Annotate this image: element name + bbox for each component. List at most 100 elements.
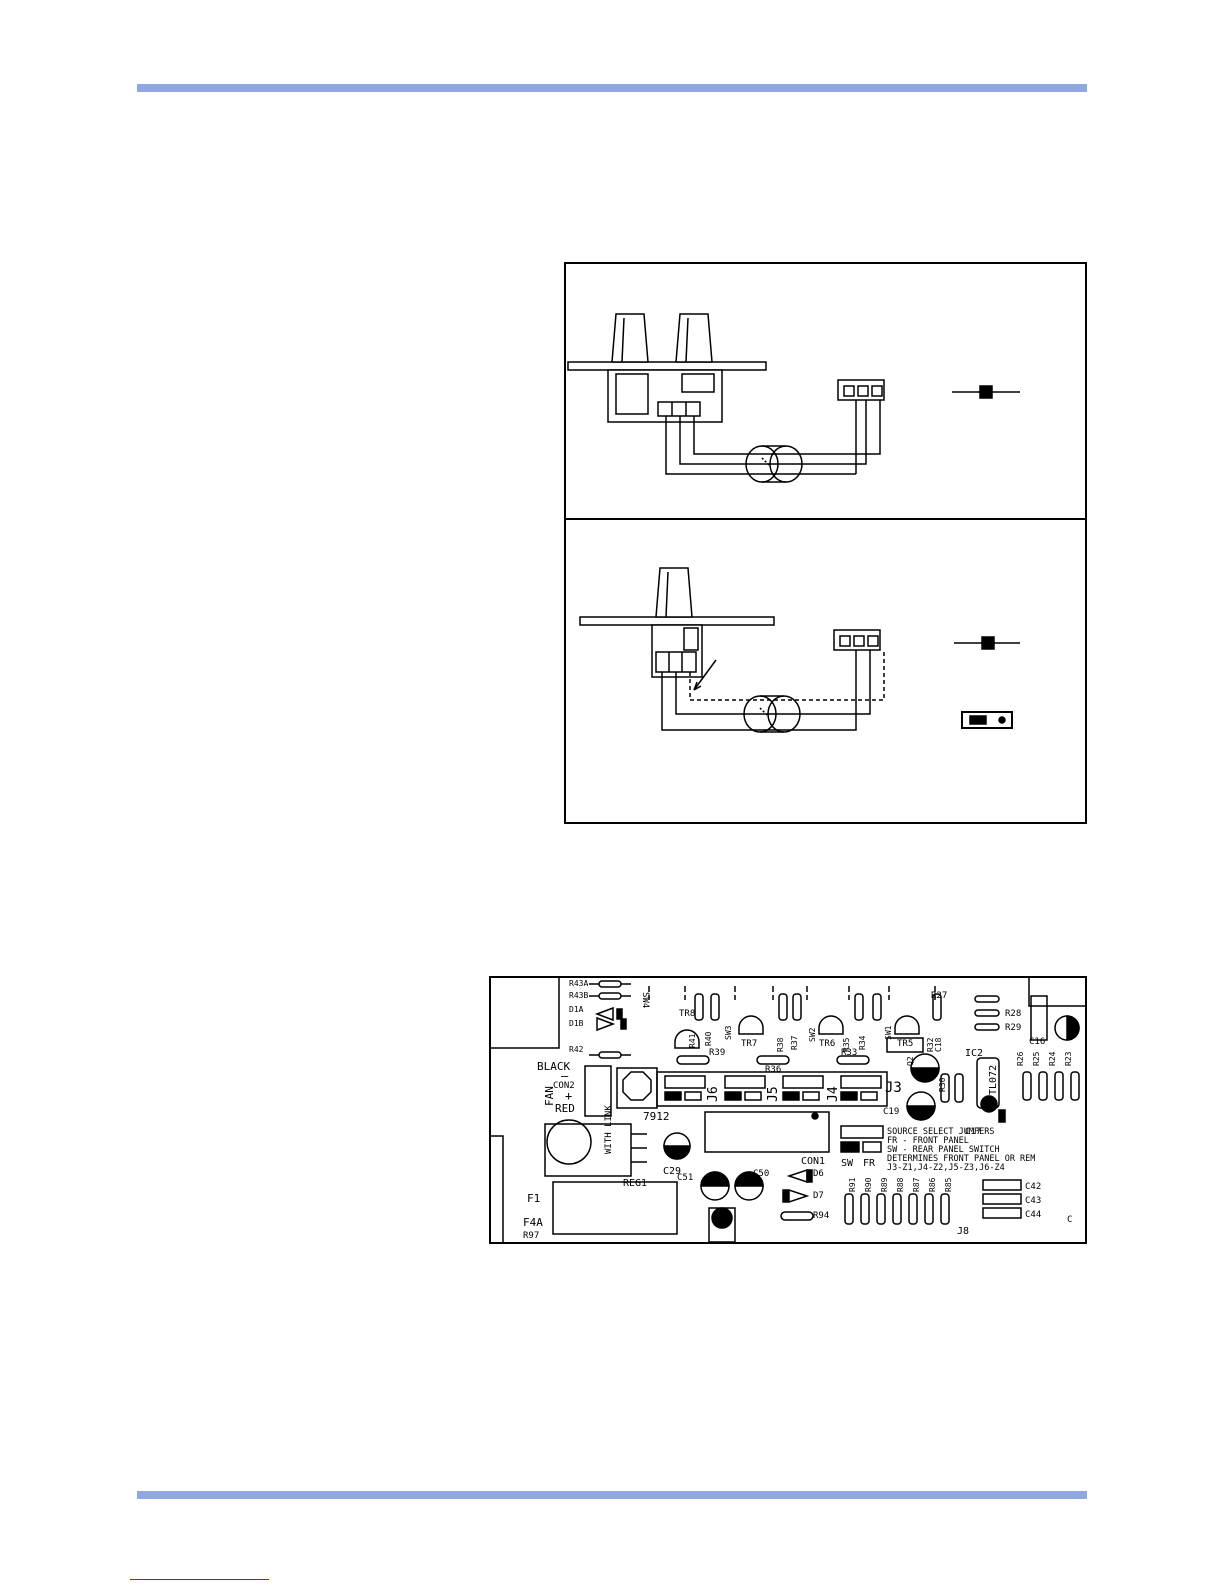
knob xyxy=(655,567,693,618)
d7-label: D7 xyxy=(813,1191,824,1201)
q2-label: Q2 xyxy=(906,1056,915,1066)
j8-label: J8 xyxy=(957,1226,969,1237)
note-line-3: SW - REAR PANEL SWITCH xyxy=(887,1145,1000,1155)
r43a-label: R43A xyxy=(569,979,588,988)
r40-label: R40 xyxy=(704,1031,713,1046)
tl072-label: TL072 xyxy=(988,1065,999,1095)
c44-label: C44 xyxy=(1025,1210,1041,1220)
r39-label: R39 xyxy=(709,1048,725,1058)
r35-label: R35 xyxy=(842,1037,851,1052)
d6-label: D6 xyxy=(813,1169,824,1179)
r34-label: R34 xyxy=(858,1035,867,1050)
f4a-label: F4A xyxy=(523,1216,543,1229)
r89-label: R89 xyxy=(880,1177,889,1192)
fr-label: FR xyxy=(863,1158,876,1169)
c43-label: C43 xyxy=(1025,1196,1041,1206)
n7912-label: 7912 xyxy=(643,1110,670,1123)
r32-label: R32 xyxy=(926,1037,935,1052)
r86-label: R86 xyxy=(928,1177,937,1192)
single-pot-panel xyxy=(579,567,1020,733)
sw3-label: SW3 xyxy=(724,1025,733,1040)
r94-label: R94 xyxy=(813,1211,829,1221)
minus-label: – xyxy=(561,1069,569,1083)
pointer-arrow xyxy=(693,659,717,691)
panel-plate xyxy=(567,361,767,371)
tr6-label: TR6 xyxy=(819,1039,835,1049)
r29-label: R29 xyxy=(1005,1023,1021,1033)
c17-label: C17 xyxy=(965,1127,981,1137)
tr8-label: TR8 xyxy=(679,1009,695,1019)
con2-label: CON2 xyxy=(553,1081,575,1091)
tr7-label: TR7 xyxy=(741,1039,757,1049)
c51-label: C51 xyxy=(677,1173,693,1183)
panel-plate xyxy=(579,616,775,626)
f1-label: F1 xyxy=(527,1192,540,1205)
r91-label: R91 xyxy=(848,1177,857,1192)
j3-label: J3 xyxy=(885,1080,902,1096)
j6-label: J6 xyxy=(706,1086,721,1102)
r26-label: R26 xyxy=(1016,1051,1025,1066)
jumper-notes: SOURCE SELECT JUMPERS FR - FRONT PANEL S… xyxy=(887,1127,1035,1173)
r33-label: R33 xyxy=(841,1048,857,1058)
reg1-label: REG1 xyxy=(623,1178,647,1189)
sw2-label: SW2 xyxy=(808,1027,817,1042)
r24-label: R24 xyxy=(1048,1051,1057,1066)
wiring-diagram-figure xyxy=(564,262,1087,824)
note-line-5: J3-Z1,J4-Z2,J5-Z3,J6-Z4 xyxy=(887,1163,1005,1173)
r90-label: R90 xyxy=(864,1177,873,1192)
pcb-labels: R43A R43B D1A D1B R42 BLACK FAN CON2 + –… xyxy=(523,979,1073,1241)
diagram-frame xyxy=(564,262,1087,824)
black-label: BLACK xyxy=(537,1060,570,1073)
pcb-layout-figure: R43A R43B D1A D1B R42 BLACK FAN CON2 + –… xyxy=(489,976,1087,1244)
pcb-outline xyxy=(489,976,1087,1244)
r42-label: R42 xyxy=(569,1045,584,1054)
note-line-1: SOURCE SELECT JUMPERS xyxy=(887,1127,994,1137)
r28-label: R28 xyxy=(1005,1009,1021,1019)
c29-label: C29 xyxy=(663,1166,681,1177)
note-line-4: DETERMINES FRONT PANEL OR REM xyxy=(887,1154,1035,1164)
r37-label: R37 xyxy=(790,1035,799,1050)
c50-label: C50 xyxy=(753,1169,769,1179)
j5-label: J5 xyxy=(766,1086,781,1102)
terminal-block xyxy=(837,379,885,401)
r87-label: R87 xyxy=(912,1177,921,1192)
tr5-label: TR5 xyxy=(897,1039,913,1049)
r88-label: R88 xyxy=(896,1177,905,1192)
footer-rule xyxy=(137,1491,1087,1499)
with-link-label: WITH LINK xyxy=(604,1105,614,1154)
pot-terminals xyxy=(655,651,697,673)
dual-pot-panel xyxy=(567,313,1020,483)
r23-label: R23 xyxy=(1064,1051,1073,1066)
j4-label: J4 xyxy=(826,1086,841,1102)
pot-terminals xyxy=(657,401,701,417)
r85-label: R85 xyxy=(944,1177,953,1192)
d1a-label: D1A xyxy=(569,1005,584,1014)
knob-left xyxy=(611,313,649,363)
header-rule xyxy=(137,84,1087,92)
r36-label: R36 xyxy=(765,1065,781,1075)
terminal-block xyxy=(833,629,881,651)
footer-link-underline[interactable] xyxy=(130,1579,269,1580)
ic2-label: IC2 xyxy=(965,1048,983,1059)
c18-label: C18 xyxy=(934,1037,943,1052)
note-line-2: FR - FRONT PANEL xyxy=(887,1136,969,1146)
r25-label: R25 xyxy=(1032,1051,1041,1066)
r43b-label: R43B xyxy=(569,991,588,1000)
c-edge-label: C xyxy=(1067,1215,1072,1225)
r41-label: R41 xyxy=(688,1033,697,1048)
r30-label: R30 xyxy=(938,1077,947,1092)
d1b-label: D1B xyxy=(569,1019,584,1028)
sw1-label: SW1 xyxy=(884,1025,893,1040)
r27-label: R27 xyxy=(931,991,947,1001)
r97-label: R97 xyxy=(523,1231,539,1241)
c42-label: C42 xyxy=(1025,1182,1041,1192)
c16-label: C16 xyxy=(1029,1037,1045,1047)
knob-right xyxy=(675,313,713,363)
sw4-label: SW4 xyxy=(640,992,650,1008)
fan-label: FAN xyxy=(543,1086,556,1106)
r38-label: R38 xyxy=(776,1037,785,1052)
sw-label: SW xyxy=(841,1158,854,1169)
c19-label: C19 xyxy=(883,1107,899,1117)
con1-label: CON1 xyxy=(801,1156,825,1167)
plus-label: + xyxy=(565,1089,572,1103)
